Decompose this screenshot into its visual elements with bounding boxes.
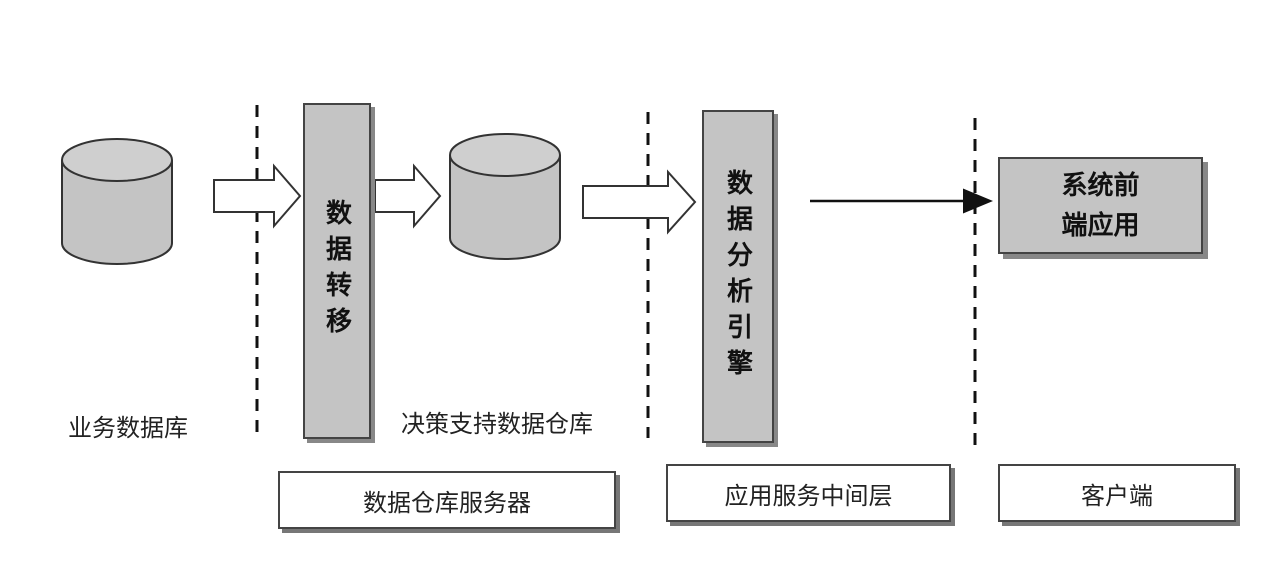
tier-client: 客户端	[998, 464, 1236, 522]
block-arrow-1	[213, 163, 302, 229]
data-transfer-box: 数据转移	[303, 103, 371, 439]
block-arrow-3	[582, 169, 697, 235]
analysis-engine-box: 数据分析引擎	[702, 110, 774, 443]
data-transfer-label: 数据转移	[321, 199, 352, 343]
analysis-engine-label: 数据分析引擎	[722, 168, 753, 385]
data-warehouse-label: 决策支持数据仓库	[401, 410, 593, 438]
frontend-app-box: 系统前 端应用	[998, 157, 1203, 254]
tier-app-service: 应用服务中间层	[666, 464, 951, 522]
data-warehouse-cylinder-icon	[449, 133, 561, 260]
block-arrow-2	[374, 163, 442, 229]
tier-dw-server: 数据仓库服务器	[278, 471, 616, 529]
business-db-label: 业务数据库	[68, 414, 188, 442]
business-db-cylinder-icon	[61, 138, 173, 265]
